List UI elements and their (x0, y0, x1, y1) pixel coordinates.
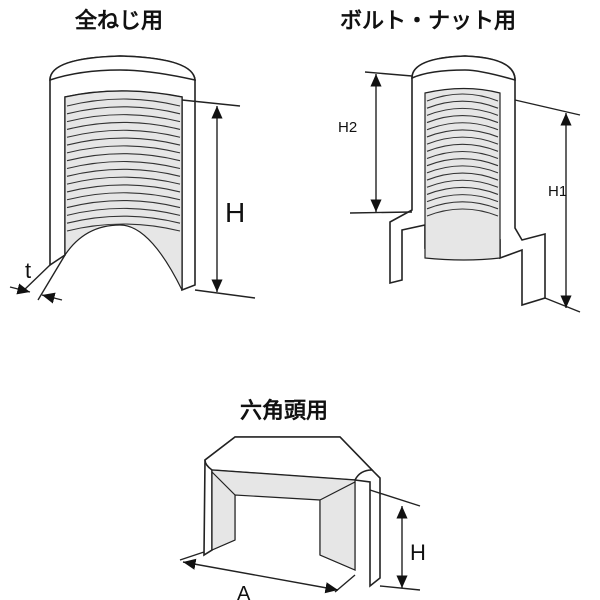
thread-line (66, 161, 181, 170)
thread-lines (66, 98, 181, 232)
thread-line (66, 106, 181, 115)
dimension-H2: H2 (338, 71, 413, 214)
thread-line (66, 192, 181, 201)
thread-line (66, 145, 181, 154)
hex-head-cap (203, 436, 381, 588)
thread-line (426, 172, 499, 181)
thread-line (66, 215, 181, 224)
thread-line (426, 179, 499, 188)
label-A: A (237, 583, 251, 600)
label-H-hex: H (410, 540, 426, 565)
thread-line (426, 93, 499, 102)
thread-line (66, 137, 181, 146)
bolt-nut-cap (389, 55, 546, 307)
thread-line (426, 115, 499, 124)
dimension-H1: H1 (514, 99, 581, 313)
thread-line (426, 158, 499, 167)
thread-line (66, 121, 181, 130)
thread-line (66, 176, 181, 185)
thread-line (66, 200, 181, 209)
thread-line (426, 107, 499, 116)
thread-line (426, 136, 499, 145)
dimension-A: A (179, 551, 356, 600)
label-H1: H1 (548, 183, 567, 200)
title-bolt-nut: ボルト・ナット用 (340, 9, 516, 34)
title-full-thread: 全ねじ用 (74, 8, 163, 34)
thread-line (66, 114, 181, 123)
thread-line (426, 208, 499, 217)
title-hex-head: 六角頭用 (240, 398, 328, 424)
thread-line (66, 223, 181, 232)
thread-line (66, 207, 181, 216)
thread-line (66, 184, 181, 193)
thread-line (426, 201, 499, 210)
thread-line (426, 129, 499, 138)
thread-line (66, 168, 181, 177)
thread-line (66, 98, 181, 107)
full-thread-cap (21, 55, 196, 301)
label-t: t (25, 258, 31, 283)
dimension-H-hex: H (369, 489, 426, 591)
thread-line (426, 151, 499, 160)
thread-line (426, 165, 499, 174)
thread-line (426, 100, 499, 109)
thread-line (426, 186, 499, 195)
label-H: H (225, 197, 245, 228)
label-H2: H2 (338, 119, 357, 136)
thread-line (66, 129, 181, 138)
dimension-t: t (9, 258, 63, 304)
thread-lines (426, 93, 499, 217)
thread-line (66, 153, 181, 162)
thread-line (426, 122, 499, 131)
dimension-H-full: H (181, 99, 256, 299)
thread-line (426, 194, 499, 203)
thread-line (426, 143, 499, 152)
